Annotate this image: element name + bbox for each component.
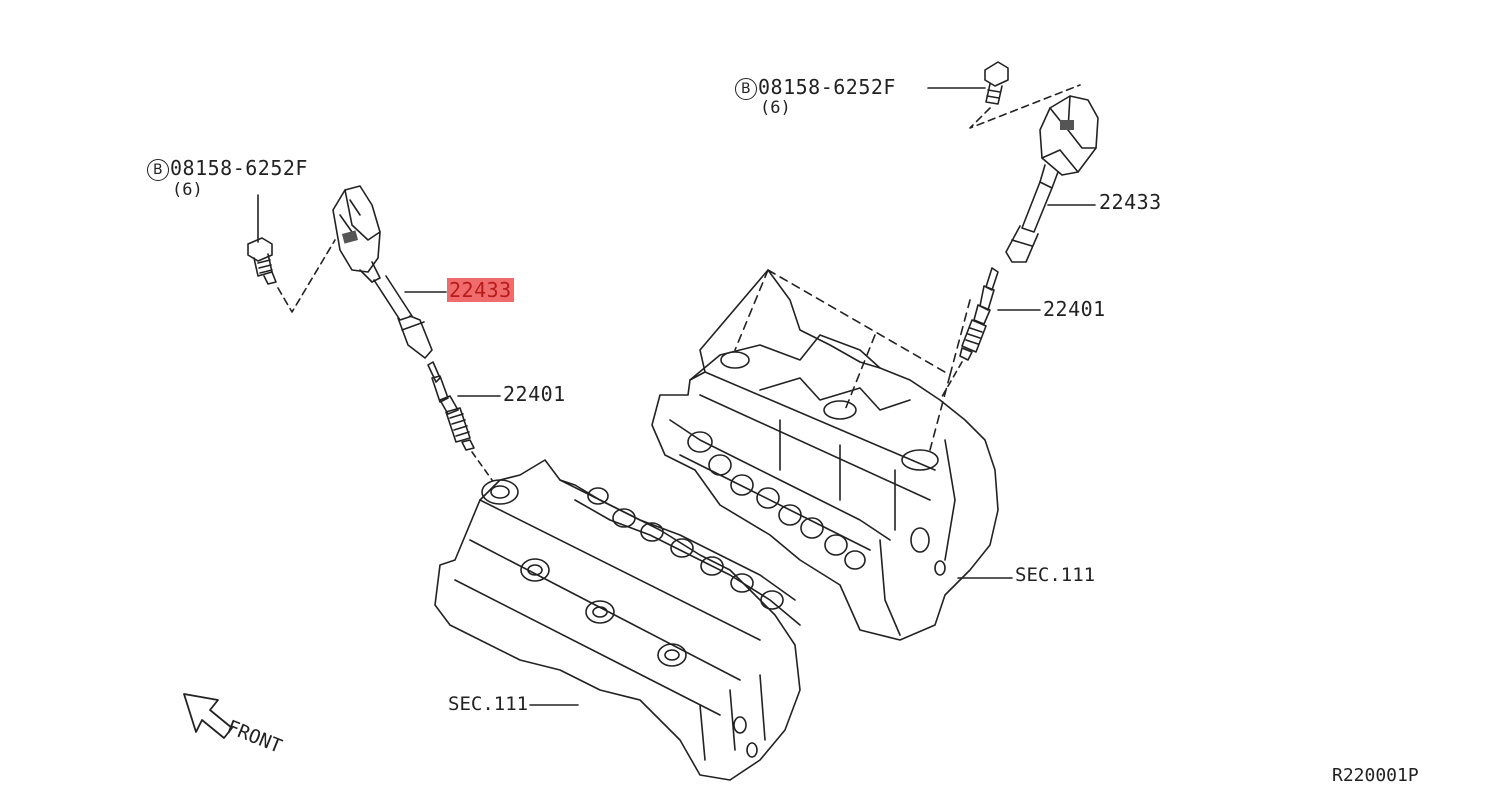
callout-sec-left[interactable]: SEC.111 [448, 693, 529, 715]
dashed-guide-bolt-right [969, 84, 1081, 129]
coil-left-part-number-highlighted: 22433 [447, 278, 514, 302]
dashed-guide-plug-left [471, 451, 493, 481]
bolt-left-part-number: 08158-6252F [170, 156, 308, 180]
cylinder-head-right[interactable] [651, 269, 999, 641]
plug-left-part-number: 22401 [503, 382, 566, 406]
plug-right-part-number: 22401 [1043, 297, 1106, 321]
ignition-coil-right[interactable] [1005, 95, 1099, 263]
circled-letter-icon: B [735, 78, 757, 100]
diagram-reference-code: R220001P [1332, 765, 1419, 786]
coil-right-part-number: 22433 [1099, 190, 1162, 214]
ignition-coil-left[interactable] [332, 185, 433, 359]
callout-coil-left[interactable]: 22433 [447, 278, 514, 302]
dashed-guide-bolt-left [277, 239, 336, 313]
dashed-guide-right [734, 269, 971, 451]
callout-plug-left[interactable]: 22401 [503, 383, 566, 405]
bolt-left[interactable] [247, 237, 277, 285]
spark-plug-left[interactable] [427, 361, 475, 451]
bolt-right-quantity: (6) [760, 98, 791, 118]
bolt-left-quantity: (6) [172, 180, 203, 200]
bolt-right[interactable] [984, 61, 1009, 105]
circled-letter-icon: B [147, 159, 169, 181]
front-arrow-icon [183, 693, 233, 739]
cylinder-head-left[interactable] [434, 459, 801, 781]
dashed-guide-plug-right [939, 361, 963, 401]
callout-plug-right[interactable]: 22401 [1043, 298, 1106, 320]
spark-plug-right[interactable] [959, 267, 999, 361]
callout-coil-right[interactable]: 22433 [1099, 191, 1162, 213]
bolt-right-part-number: 08158-6252F [758, 75, 896, 99]
callout-sec-right[interactable]: SEC.111 [1015, 564, 1096, 586]
